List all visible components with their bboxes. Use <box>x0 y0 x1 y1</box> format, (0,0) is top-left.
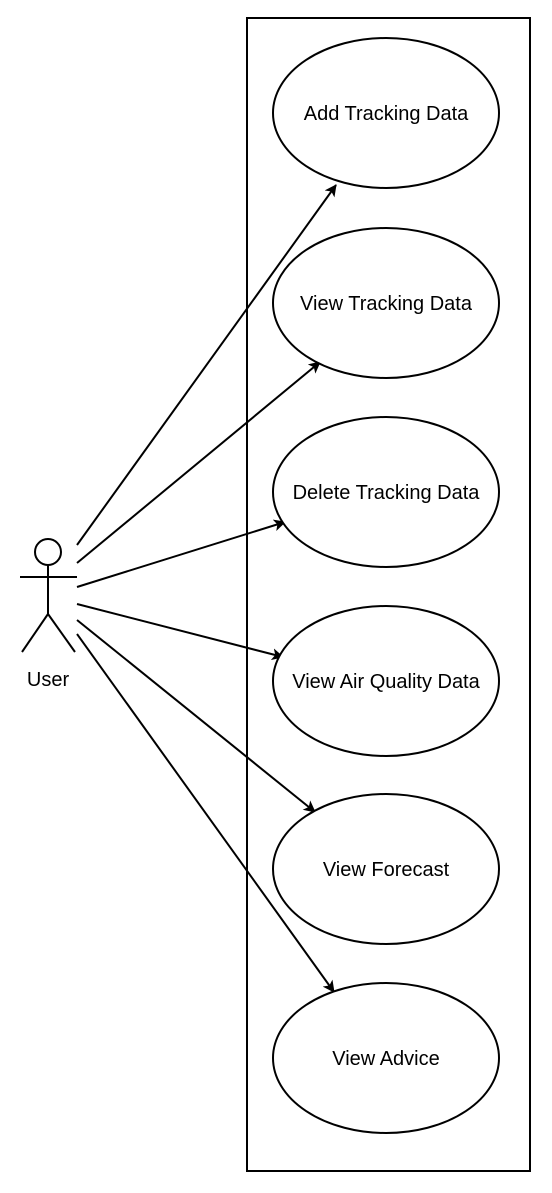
use-case-label: Delete Tracking Data <box>293 482 481 504</box>
actor-label: User <box>27 669 70 691</box>
association-add-tracking-data <box>76 184 337 546</box>
use-case-ellipse <box>272 793 500 945</box>
actor-user[interactable]: User <box>20 538 77 691</box>
use-case-ellipse <box>272 416 500 568</box>
use-case-ellipse <box>272 982 500 1134</box>
use-case-ellipse <box>272 227 500 379</box>
use-case-label: View Air Quality Data <box>292 671 480 693</box>
association-view-forecast <box>76 619 316 813</box>
association-delete-tracking-data <box>76 519 286 588</box>
use-case-label: Add Tracking Data <box>304 103 469 125</box>
associations <box>76 184 337 993</box>
association-view-tracking-data <box>76 361 321 564</box>
system-boundary <box>246 17 531 1172</box>
association-view-air-quality-data <box>76 603 284 661</box>
use-case-label: View Forecast <box>323 859 450 881</box>
use-case-ellipse <box>272 605 500 757</box>
use-case-view-forecast[interactable]: View Forecast <box>272 793 500 945</box>
use-case-view-advice[interactable]: View Advice <box>272 982 500 1134</box>
use-case-ellipse <box>272 37 500 189</box>
use-case-add-tracking-data[interactable]: Add Tracking Data <box>272 37 500 189</box>
use-case-label: View Tracking Data <box>300 293 473 315</box>
use-case-view-tracking-data[interactable]: View Tracking Data <box>272 227 500 379</box>
use-case-label: View Advice <box>332 1048 439 1070</box>
use-case-view-air-quality-data[interactable]: View Air Quality Data <box>272 605 500 757</box>
association-view-advice <box>76 633 335 993</box>
use-case-delete-tracking-data[interactable]: Delete Tracking Data <box>272 416 500 568</box>
stick-figure-icon <box>20 538 77 653</box>
